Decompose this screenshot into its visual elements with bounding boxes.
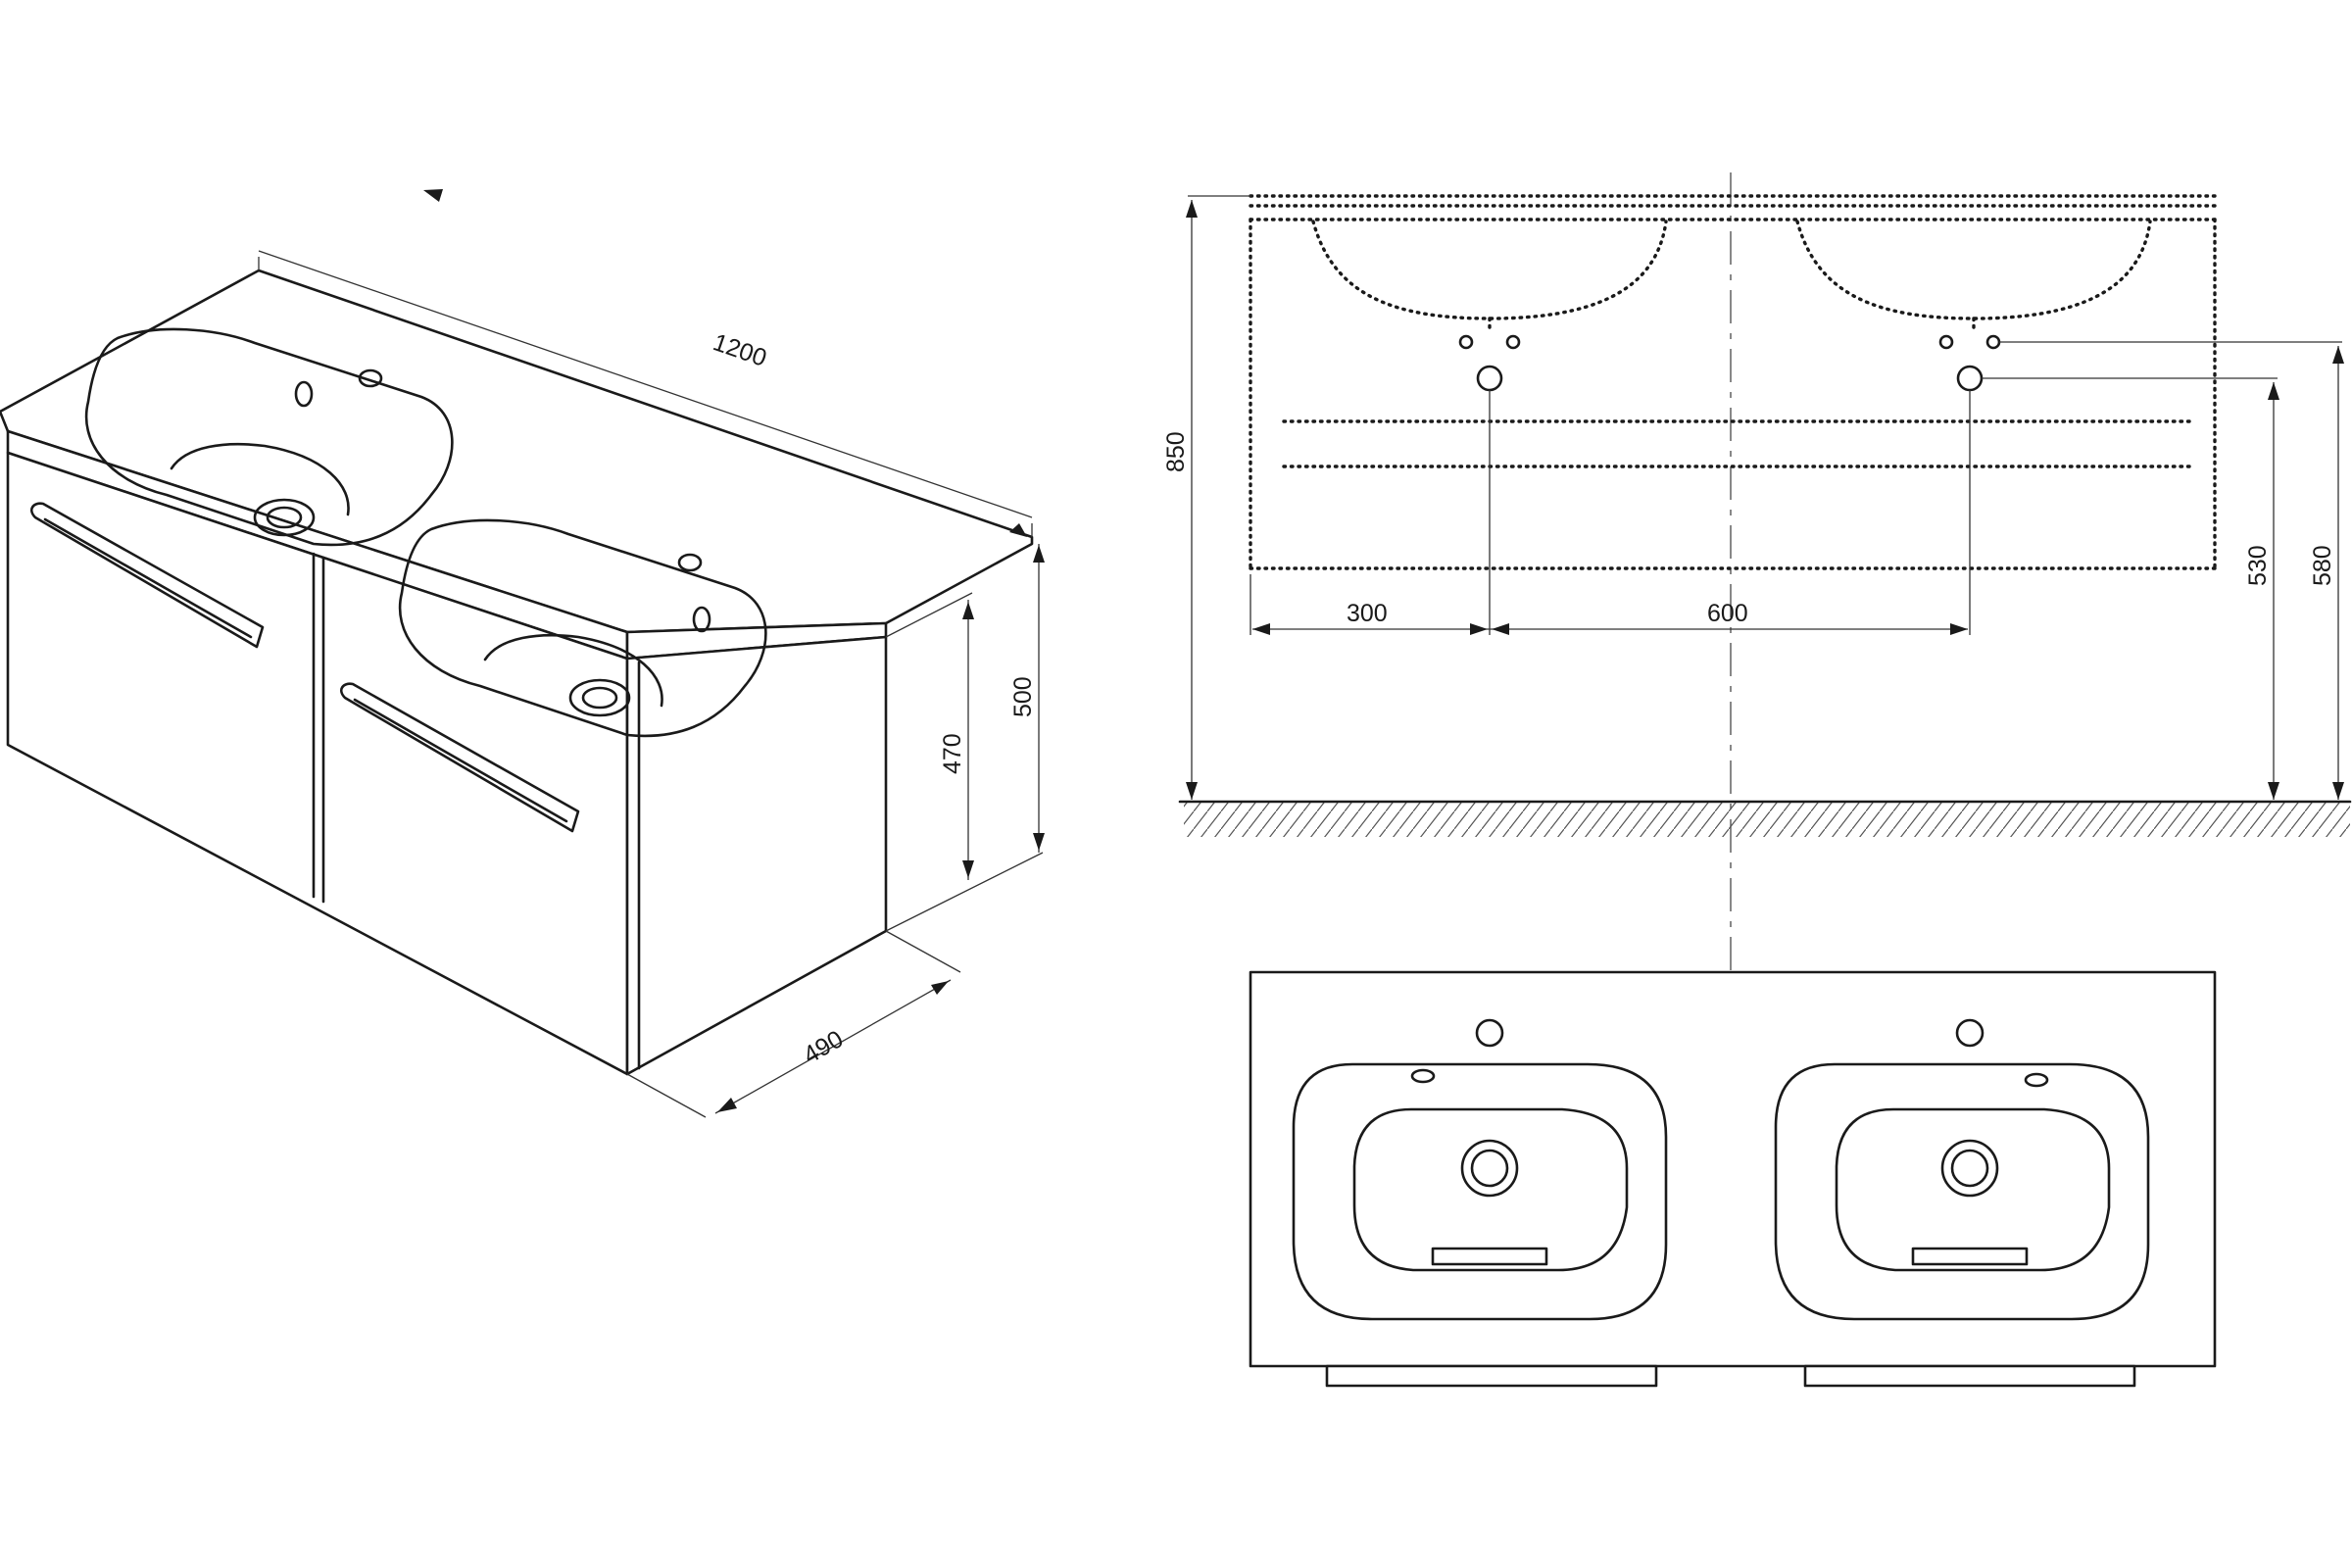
isometric-view: 1200 500 470 490 [0, 189, 1045, 1118]
front-hole-right-small-b [1985, 334, 2001, 350]
top-overflow-bar-right [1911, 1247, 2029, 1266]
iso-dim-1200-line [258, 250, 1033, 518]
iso-dim-490-label: 490 [799, 1025, 848, 1069]
front-hole-left-small-b [1505, 334, 1521, 350]
iso-dim-490-arrow-a [717, 1098, 737, 1112]
front-dim-850-label: 850 [1162, 431, 1190, 472]
front-dim-300-label: 300 [1347, 600, 1388, 627]
iso-basin-left-rim [84, 327, 454, 547]
iso-drawer-divider [312, 552, 325, 904]
iso-overflow-right [677, 553, 703, 572]
iso-dim-500-ext [885, 852, 1044, 932]
top-overflow-left [1410, 1068, 1436, 1084]
top-overflow-right [2024, 1072, 2049, 1088]
top-handle-left [1325, 1364, 1658, 1388]
iso-drain-left [253, 498, 316, 537]
front-dim-850-arrow-top [1186, 200, 1198, 218]
iso-dim-1200-arrow-b [1009, 523, 1027, 537]
iso-dim-470-label: 470 [939, 733, 966, 774]
top-basin-right-inner [1835, 1107, 2111, 1272]
top-basin-left-inner [1352, 1107, 1629, 1272]
front-dim-580-label: 580 [2309, 545, 2336, 586]
top-worktop-outline [1249, 970, 2217, 1368]
front-dim-600-arrow-b [1950, 623, 1968, 635]
front-drain-left [1476, 365, 1503, 392]
iso-dim-500-arrow-bottom [1033, 833, 1045, 851]
iso-dim-500-arrow-top [1033, 545, 1045, 563]
iso-basin-right-rim [398, 518, 767, 738]
iso-dim-1200-arrow-a [423, 189, 443, 202]
iso-dim-470-ext-top [885, 592, 973, 638]
front-dim-580-arrow-bottom [2332, 782, 2344, 800]
iso-drain-right [568, 678, 631, 717]
front-dim-850-arrow-bottom [1186, 782, 1198, 800]
front-drain-right [1956, 365, 1984, 392]
iso-drain-left-inner [266, 506, 303, 529]
iso-basin-right-bowl [483, 634, 663, 708]
iso-tap-hole-left [294, 380, 314, 408]
front-view: 850 300 600 530 580 [1162, 172, 2352, 980]
top-view [1249, 970, 2217, 1388]
front-hole-right-small-a [1938, 334, 1954, 350]
iso-dim-490-line [714, 979, 952, 1114]
iso-dim-470-arrow-top [962, 602, 974, 619]
front-hole-left-small-a [1458, 334, 1474, 350]
front-dim-530-arrow-top [2268, 382, 2279, 400]
iso-dim-470-arrow-bottom [962, 860, 974, 878]
top-handle-right [1803, 1364, 2136, 1388]
top-drain-right [1940, 1139, 1999, 1198]
top-drain-right-inner [1950, 1149, 1989, 1188]
top-tap-hole-right [1955, 1018, 1984, 1048]
iso-tap-hole-right [692, 606, 711, 633]
front-dim-300-arrow-a [1252, 623, 1270, 635]
front-floor-hatch [1184, 802, 2350, 837]
iso-dim-500-label: 500 [1009, 676, 1037, 717]
top-tap-hole-left [1475, 1018, 1504, 1048]
front-dim-530-arrow-bottom [2268, 782, 2279, 800]
iso-basin-left-bowl [170, 443, 350, 516]
iso-drain-right-inner [581, 686, 618, 710]
iso-handle-left-line [43, 517, 253, 639]
top-basin-right-outer [1774, 1062, 2150, 1321]
iso-dim-490-ext-right [885, 930, 961, 973]
top-drain-left [1460, 1139, 1519, 1198]
iso-overflow-left [358, 368, 383, 388]
front-dim-580-arrow-top [2332, 346, 2344, 364]
front-dim-300-arrow-b [1470, 623, 1488, 635]
iso-dim-490-arrow-b [931, 981, 949, 995]
front-dim-600-arrow-a [1492, 623, 1509, 635]
iso-cabinet-side [625, 635, 888, 1076]
front-dim-600-label: 600 [1707, 600, 1748, 627]
iso-dim-1200-label: 1200 [710, 328, 770, 372]
top-drain-left-inner [1470, 1149, 1509, 1188]
top-basin-left-outer [1292, 1062, 1668, 1321]
iso-handle-right-line [353, 698, 568, 823]
top-overflow-bar-left [1431, 1247, 1548, 1266]
front-basin-left [1311, 220, 1668, 320]
front-basin-right [1795, 220, 2152, 320]
iso-dim-490-ext-left [626, 1073, 707, 1118]
front-dim-530-label: 530 [2244, 545, 2272, 586]
